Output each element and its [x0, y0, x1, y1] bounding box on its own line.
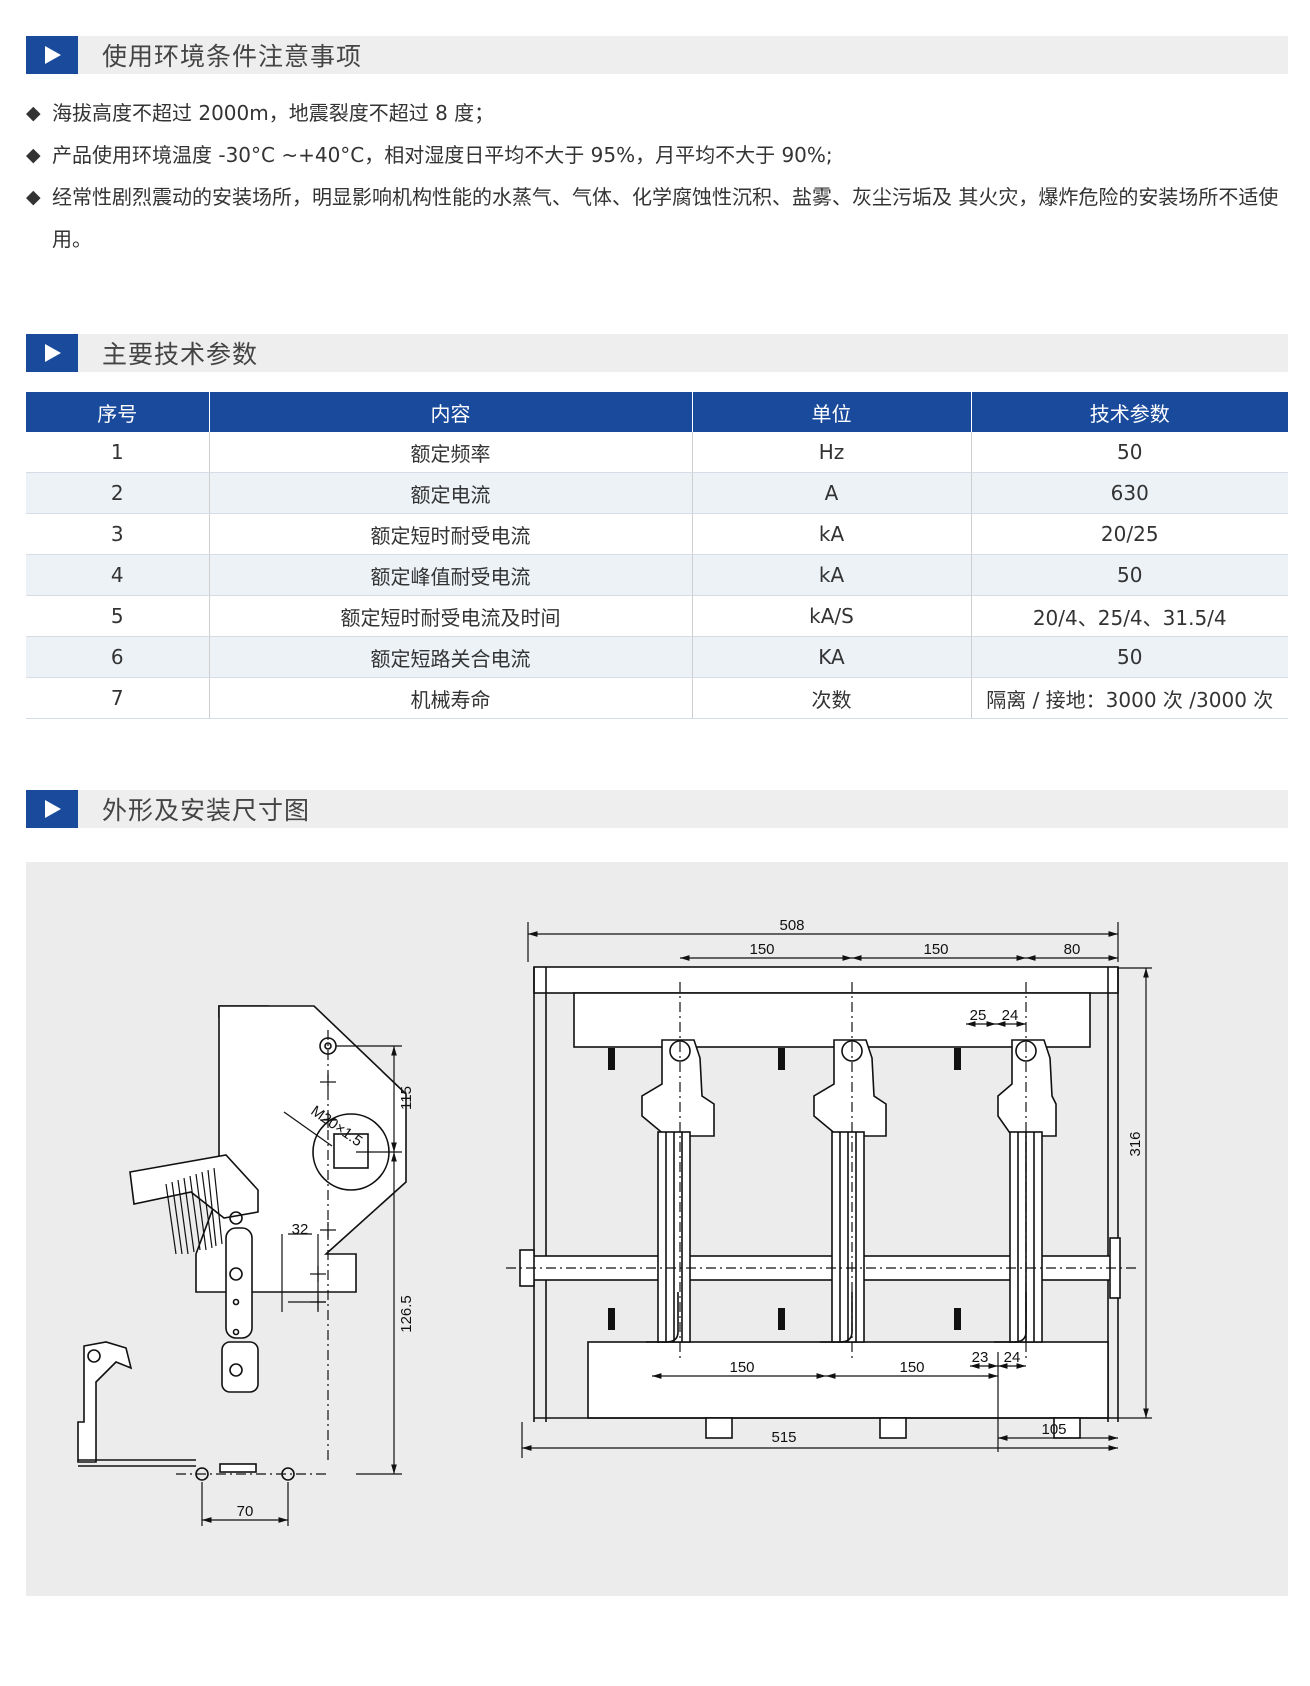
dim-115-label: 115: [398, 1086, 415, 1110]
dim-150-label: 150: [729, 1359, 754, 1376]
table-row: 1 额定频率 Hz 50: [26, 432, 1288, 473]
cell-unit: kA/S: [691, 595, 971, 637]
table-header-row: 序号 内容 单位 技术参数: [26, 392, 1288, 432]
dim-32-label: 32: [292, 1221, 309, 1238]
play-arrow-icon: [26, 790, 78, 828]
column-header-unit: 单位: [691, 392, 971, 432]
table-row: 4 额定峰值耐受电流 kA 50: [26, 554, 1288, 596]
cell-unit: kA: [691, 554, 971, 596]
cell-content: 额定短路关合电流: [208, 636, 692, 678]
cell-unit: A: [691, 472, 971, 514]
list-item-text: 经常性剧烈震动的安装场所，明显影响机构性能的水蒸气、气体、化学腐蚀性沉积、盐雾、…: [52, 185, 1279, 251]
cell-content: 机械寿命: [208, 677, 692, 719]
cell-index: 1: [26, 432, 209, 473]
section-header-parameters: 主要技术参数: [26, 334, 1288, 372]
cell-value: 隔离 / 接地：3000 次 /3000 次: [970, 677, 1288, 719]
play-arrow-icon: [26, 36, 78, 74]
cell-unit: 次数: [691, 677, 971, 719]
list-item: ◆ 经常性剧烈震动的安装场所，明显影响机构性能的水蒸气、气体、化学腐蚀性沉积、盐…: [26, 176, 1288, 260]
cell-index: 3: [26, 513, 209, 555]
column-header-index: 序号: [26, 392, 209, 432]
cell-unit: Hz: [691, 432, 971, 473]
play-arrow-icon: [26, 334, 78, 372]
dim-515-label: 515: [771, 1429, 796, 1446]
diamond-bullet-icon: ◆: [26, 186, 41, 208]
list-item: ◆ 产品使用环境温度 -30°C ~+40°C，相对湿度日平均不大于 95%，月…: [26, 134, 1288, 176]
dim-316-label: 316: [1127, 1131, 1144, 1156]
dim-25-label: 25: [970, 1007, 987, 1024]
dim-24-label: 24: [1004, 1349, 1021, 1366]
dimension-drawing-panel: 115 126.5 32 70 M20×1.5: [26, 862, 1288, 1596]
cell-content: 额定电流: [208, 472, 692, 514]
list-item-text: 产品使用环境温度 -30°C ~+40°C，相对湿度日平均不大于 95%，月平均…: [52, 143, 833, 167]
side-view-drawing: [77, 1005, 407, 1526]
cell-index: 6: [26, 636, 209, 678]
dim-508-label: 508: [779, 917, 804, 934]
cell-unit: kA: [691, 513, 971, 555]
cell-value: 20/4、25/4、31.5/4: [970, 595, 1288, 637]
dim-70-label: 70: [237, 1503, 254, 1520]
dimension-drawing: 115 126.5 32 70 M20×1.5: [77, 917, 1152, 1526]
cell-index: 7: [26, 677, 209, 719]
cell-content: 额定短时耐受电流: [208, 513, 692, 555]
cell-index: 2: [26, 472, 209, 514]
cell-content: 额定频率: [208, 432, 692, 473]
dim-23-label: 23: [972, 1349, 989, 1366]
technical-parameters-table: 序号 内容 单位 技术参数 1 额定频率 Hz 50 2 额定电流 A 630 …: [26, 392, 1288, 719]
cell-value: 50: [970, 636, 1288, 678]
cell-index: 5: [26, 595, 209, 637]
dim-80-label: 80: [1064, 941, 1081, 958]
dim-150-label: 150: [749, 941, 774, 958]
dim-150-label: 150: [899, 1359, 924, 1376]
section-title: 外形及安装尺寸图: [102, 796, 311, 825]
section-header-environment: 使用环境条件注意事项: [26, 36, 1288, 74]
front-view-dimension-labels: 508 150 150 80 25 24 316 150 150 23 24 5…: [729, 917, 1144, 1446]
environment-notes-list: ◆ 海拔高度不超过 2000m，地震裂度不超过 8 度； ◆ 产品使用环境温度 …: [26, 92, 1288, 260]
dim-24-label: 24: [1002, 1007, 1019, 1024]
dim-126-5-label: 126.5: [398, 1295, 415, 1333]
dim-105-label: 105: [1041, 1421, 1066, 1438]
diamond-bullet-icon: ◆: [26, 102, 41, 124]
cell-unit: KA: [691, 636, 971, 678]
dim-150-label: 150: [923, 941, 948, 958]
column-header-value: 技术参数: [970, 392, 1288, 432]
cell-content: 额定峰值耐受电流: [208, 554, 692, 596]
table-row: 3 额定短时耐受电流 kA 20/25: [26, 513, 1288, 555]
table-row: 2 额定电流 A 630: [26, 472, 1288, 514]
cell-value: 50: [970, 554, 1288, 596]
section-title: 使用环境条件注意事项: [102, 42, 363, 71]
column-header-content: 内容: [208, 392, 692, 432]
cell-value: 50: [970, 432, 1288, 473]
front-view-drawing: [506, 922, 1152, 1458]
table-row: 5 额定短时耐受电流及时间 kA/S 20/4、25/4、31.5/4: [26, 595, 1288, 637]
cell-value: 20/25: [970, 513, 1288, 555]
diamond-bullet-icon: ◆: [26, 144, 41, 166]
section-title: 主要技术参数: [102, 340, 259, 369]
list-item: ◆ 海拔高度不超过 2000m，地震裂度不超过 8 度；: [26, 92, 1288, 134]
cell-index: 4: [26, 554, 209, 596]
table-row: 6 额定短路关合电流 KA 50: [26, 636, 1288, 678]
section-header-dimensions: 外形及安装尺寸图: [26, 790, 1288, 828]
cell-value: 630: [970, 472, 1288, 514]
table-row: 7 机械寿命 次数 隔离 / 接地：3000 次 /3000 次: [26, 677, 1288, 719]
cell-content: 额定短时耐受电流及时间: [208, 595, 692, 637]
list-item-text: 海拔高度不超过 2000m，地震裂度不超过 8 度；: [52, 101, 495, 125]
